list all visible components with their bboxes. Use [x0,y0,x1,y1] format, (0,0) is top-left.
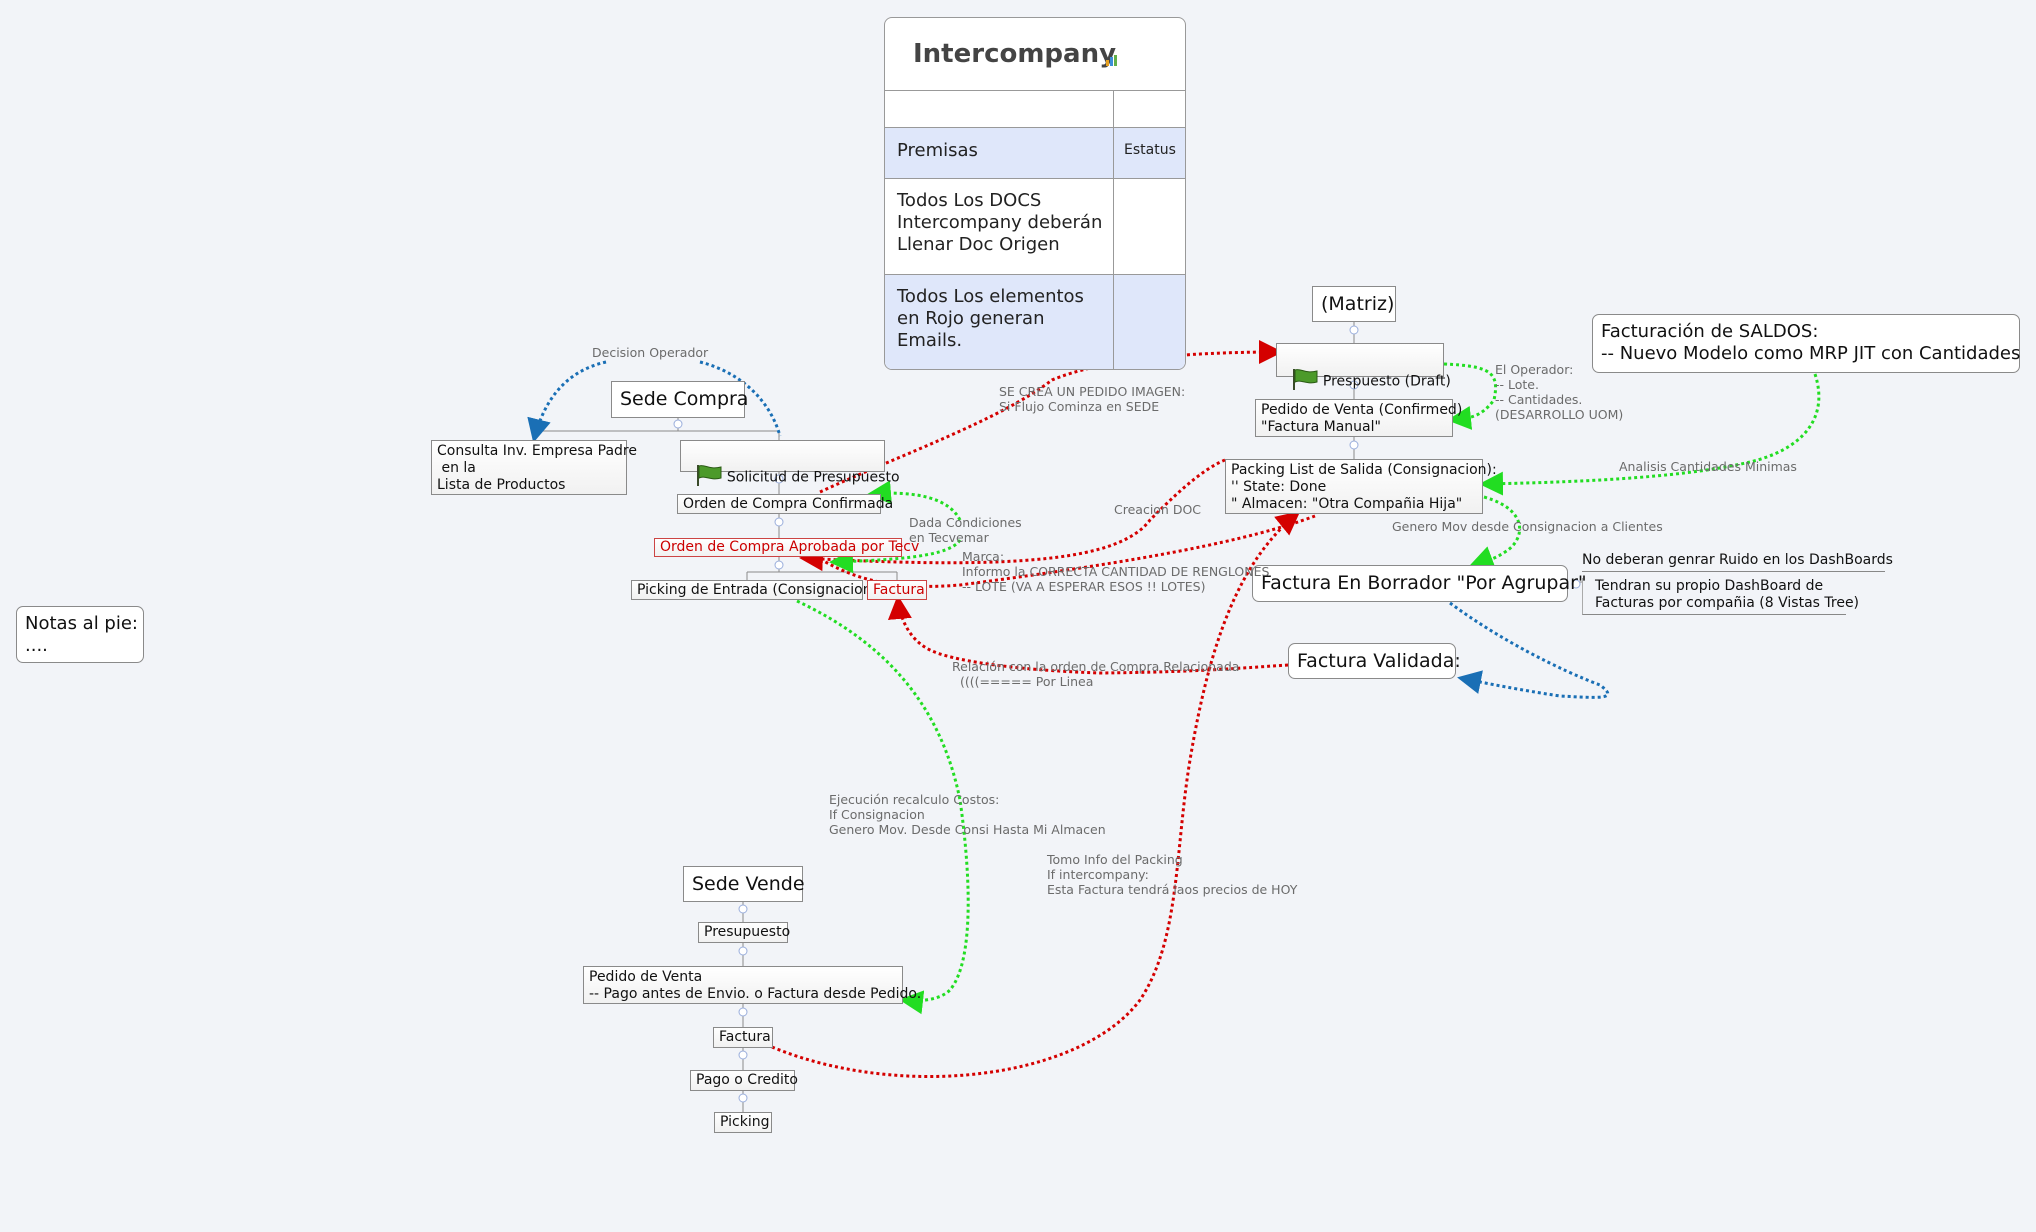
consulta-inv-node[interactable]: Consulta Inv. Empresa Padre en la Lista … [431,440,637,495]
label-el-operador: El Operador: -- Lote. -- Cantidades. (DE… [1495,362,1624,422]
connector-creacion-doc [799,458,1226,572]
orden-compra-aprobada-node[interactable]: Orden de Compra Aprobada por Tecv [654,538,919,557]
orden-compra-confirmada-node[interactable]: Orden de Compra Confirmada [677,494,893,514]
factura-borrador-node[interactable]: Factura En Borrador "Por Agrupar" [1252,565,1587,602]
connector-decision-right [699,360,782,437]
table-empty-row [885,90,1185,127]
note-dashboard-propio[interactable]: Tendran su propio DashBoard de Facturas … [1582,578,1859,615]
connector-operador [1443,362,1498,430]
note-dashboards-ruido[interactable]: No deberan genrar Ruido en los DashBoard… [1582,552,1893,572]
pedido-venta-matriz-node[interactable]: Pedido de Venta (Confirmed) "Factura Man… [1255,399,1462,437]
label-genero-mov: Genero Mov desde Consignacion a Clientes [1392,519,1663,534]
connector-tomo [771,511,1301,1079]
picking-vende-node[interactable]: Picking [714,1112,772,1133]
premisas-table: Intercompany Premisas Estatus Todos Los … [884,17,1186,370]
estatus-header: Estatus [1124,142,1176,158]
flag-icon [695,464,723,491]
connector-ejecucion [796,599,970,1015]
collapse-dots [673,325,1581,1103]
label-relacion: Relación con la orden de Compra Relacion… [952,659,1240,689]
prespuesto-draft-node[interactable]: Prespuesto (Draft) [1276,343,1451,390]
flag-icon [1291,368,1319,395]
factura-vende-node[interactable]: Factura [713,1027,773,1048]
prespuesto-label: Prespuesto (Draft) [1322,373,1451,390]
sede-vende-node[interactable]: Sede Vende [683,866,805,902]
table-row: Todos Los DOCS Intercompany deberán Llen… [885,178,1185,274]
factura-validada-node[interactable]: Factura Validada: [1288,643,1461,679]
connector-factura-validada [1449,601,1610,699]
connector-decision-left [527,360,607,443]
connector-dada [867,480,962,521]
sede-compra-node[interactable]: Sede Compra [611,381,748,418]
table-row: Todos Los elementos en Rojo generan Emai… [885,274,1185,369]
connector-marca [821,514,1316,588]
facturacion-saldos-node[interactable]: Facturación de SALDOS: -- Nuevo Modelo c… [1592,314,2020,373]
connector-analisis [1479,373,1821,496]
label-marca: Marca: Informo la CORRECTA CANTIDAD DE R… [962,549,1270,594]
connector-dada-2 [829,539,962,574]
pago-credito-node[interactable]: Pago o Credito [690,1070,798,1091]
connector-se-crea [819,340,1283,494]
label-ejecucion: Ejecución recalculo Costos: If Consignac… [829,792,1106,837]
label-tomo-info: Tomo Info del Packing If intercompany: E… [1047,852,1298,897]
label-analisis: Analisis Cantidades Minimas [1619,459,1797,474]
table-title-row: Intercompany [885,18,1185,90]
solicitud-presupuesto-node[interactable]: Solicitud de Presupuesto [680,440,900,486]
label-creacion-doc: Creacion DOC [1114,502,1202,517]
picking-entrada-node[interactable]: Picking de Entrada (Consignacion) [631,580,877,600]
connector-relacion [887,595,1289,675]
table-title: Intercompany [913,39,1117,69]
label-se-crea-pedido: SE CREA UN PEDIDO IMAGEN: Si Flujo Comin… [999,384,1186,414]
pedido-venta-vende-node[interactable]: Pedido de Venta -- Pago antes de Envio. … [583,966,921,1004]
chart-icon [1105,51,1119,70]
label-decision-operador: Decision Operador [592,345,709,360]
presupuesto-vende-node[interactable]: Presupuesto [698,922,790,943]
label-dada-condiciones: Dada Condiciones en Tecvemar [909,515,1022,545]
premisa-docs: Todos Los DOCS Intercompany deberán Llen… [885,179,1114,274]
premisas-header: Premisas [885,128,1114,178]
packing-list-node[interactable]: Packing List de Salida (Consignacion): '… [1225,459,1497,514]
premisa-rojo: Todos Los elementos en Rojo generan Emai… [885,275,1114,369]
table-header-row: Premisas Estatus [885,127,1185,178]
solicitud-label: Solicitud de Presupuesto [726,469,900,486]
matriz-node[interactable]: (Matriz) [1312,286,1396,322]
notas-al-pie[interactable]: Notas al pie: .... [16,606,144,663]
factura-compra-node[interactable]: Factura [867,580,927,600]
